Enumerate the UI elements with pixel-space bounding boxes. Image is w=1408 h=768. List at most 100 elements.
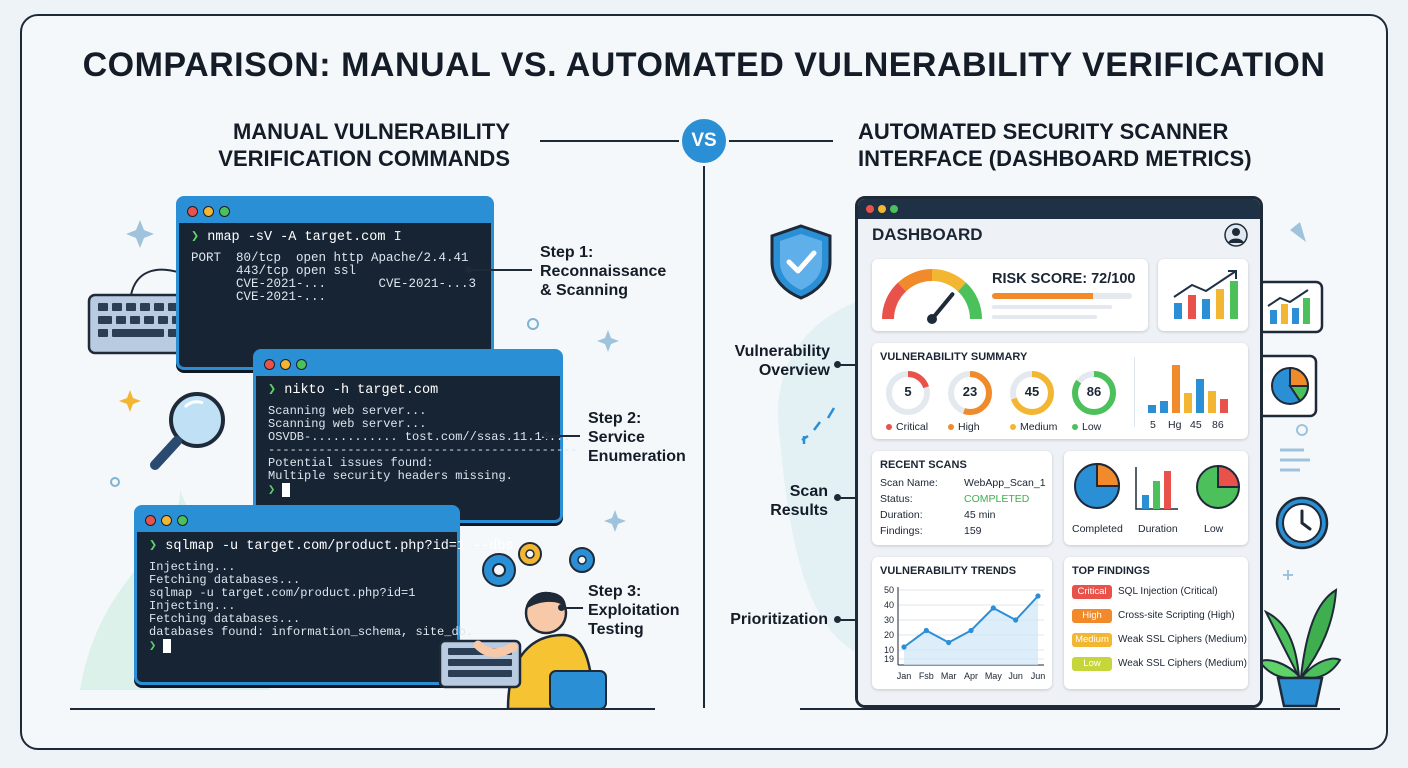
summary-label: Medium [1010, 421, 1057, 433]
summary-bar-label: Hg [1168, 419, 1182, 431]
minimize-dot-icon[interactable] [161, 514, 172, 526]
summary-title: VULNERABILITY SUMMARY [880, 351, 1028, 363]
ring-icon [948, 371, 992, 415]
manual-title-line2: VERIFICATION COMMANDS [218, 146, 510, 171]
severity-badge: Medium [1072, 633, 1112, 647]
terminal-line: Injecting... [149, 560, 236, 574]
close-dot-icon[interactable] [145, 514, 156, 526]
step-1-label: Step 1:Reconnaissance& Scanning [540, 243, 666, 300]
step-connector [470, 269, 532, 271]
trend-point [1035, 593, 1041, 599]
risk-progress-fill [992, 293, 1093, 299]
step-connector [563, 607, 583, 609]
minimize-dot-icon[interactable] [203, 205, 214, 217]
risk-gauge [882, 269, 982, 324]
automated-section-title: AUTOMATED SECURITY SCANNER INTERFACE (DA… [858, 118, 1278, 172]
terminal-titlebar [179, 199, 491, 223]
ground-line-left [70, 708, 655, 710]
finding-text: SQL Injection (Critical) [1118, 586, 1218, 597]
side-connector [838, 364, 868, 366]
recent-key: Status: [880, 493, 913, 505]
y-tick-label: 50 [884, 585, 894, 595]
person-typing-icon [438, 591, 607, 709]
terminal-titlebar [256, 352, 560, 376]
dashboard-content: DASHBOARD RISK SCORE: 72/100 [858, 219, 1260, 705]
step-line: Step 3: [588, 583, 642, 600]
page-title: COMPARISON: MANUAL VS. AUTOMATED VULNERA… [82, 46, 1326, 84]
summary-count: 45 [1024, 384, 1040, 399]
recent-value: WebApp_Scan_1 [964, 477, 1046, 489]
trend-point [990, 605, 996, 611]
terminal-command: sqlmap -u target.com/product.php?id=1 --… [165, 539, 514, 554]
trend-bar-icon [1173, 270, 1238, 319]
risk-score-card: RISK SCORE: 72/100 [872, 259, 1148, 331]
step-connector-dot [543, 432, 550, 439]
recent-key: Scan Name: [880, 477, 938, 489]
prompt-icon: ❯ [268, 383, 277, 398]
gears-icon [482, 542, 595, 587]
side-connector [838, 619, 868, 621]
user-avatar-icon[interactable] [1224, 223, 1248, 247]
maximize-dot-icon[interactable] [219, 205, 230, 217]
side-connector [838, 497, 868, 499]
summary-divider [1134, 357, 1135, 427]
step-line: Enumeration [588, 448, 686, 465]
step-connector-dot [465, 266, 472, 273]
step-line: & Scanning [540, 282, 629, 299]
severity-badge: Low [1072, 657, 1112, 671]
summary-ring-critical: 5 [884, 369, 932, 422]
summary-label-text: Medium [1020, 421, 1058, 433]
summary-bar-label: 86 [1212, 419, 1224, 431]
dashboard-window: DASHBOARD RISK SCORE: 72/100 [855, 196, 1263, 708]
mini-label: Duration [1138, 523, 1178, 535]
trend-point [968, 627, 974, 634]
terminal-line: CVE-2021-... CVE-2021-...3 [191, 277, 477, 291]
maximize-dot-icon[interactable] [296, 358, 307, 370]
recent-key: Findings: [880, 525, 923, 537]
summary-ring-high: 23 [946, 369, 994, 422]
step-connector [548, 435, 580, 437]
terminal-line: Fetching databases... [149, 573, 301, 587]
close-dot-icon[interactable] [866, 205, 874, 213]
terminal-line: Potential issues found: [268, 456, 434, 470]
terminal-line: Multiple security headers missing. [268, 469, 513, 483]
severity-dot-icon [886, 424, 892, 431]
terminal-line: PORT 80/tcp open http Apache/2.4.41 [191, 251, 469, 265]
shield-check-icon [770, 224, 832, 300]
summary-ring-low: 86 [1070, 369, 1118, 422]
maximize-dot-icon[interactable] [890, 205, 898, 213]
summary-count: 5 [904, 384, 912, 399]
minimize-dot-icon[interactable] [280, 358, 291, 370]
step-line: Testing [588, 621, 644, 638]
terminal-titlebar [137, 508, 457, 532]
side-connector-dot [834, 494, 841, 501]
summary-count: 23 [962, 384, 978, 399]
summary-label-text: Critical [896, 421, 929, 433]
terminal-line: OSVDB-............ tost.com//ssas.11.14.… [268, 430, 571, 444]
trend-point [901, 644, 907, 650]
side-label-prioritization: Prioritization [700, 610, 828, 629]
side-label-line: Prioritization [730, 611, 828, 628]
trend-point [1013, 617, 1019, 623]
top-findings-title: TOP FINDINGS [1072, 565, 1150, 577]
close-dot-icon[interactable] [187, 205, 198, 217]
terminal-output: ❯ sqlmap -u target.com/product.php?id=1 … [137, 532, 514, 661]
close-dot-icon[interactable] [264, 358, 275, 370]
text-cursor [163, 639, 172, 653]
maximize-dot-icon[interactable] [177, 514, 188, 526]
minimize-dot-icon[interactable] [878, 205, 886, 213]
placeholder-line [992, 305, 1112, 309]
terminal-line: Fetching databases... [149, 612, 301, 626]
step-line: Exploitation [588, 602, 680, 619]
y-tick-label: 30 [884, 615, 894, 625]
summary-ring-medium: 45 [1008, 369, 1056, 422]
